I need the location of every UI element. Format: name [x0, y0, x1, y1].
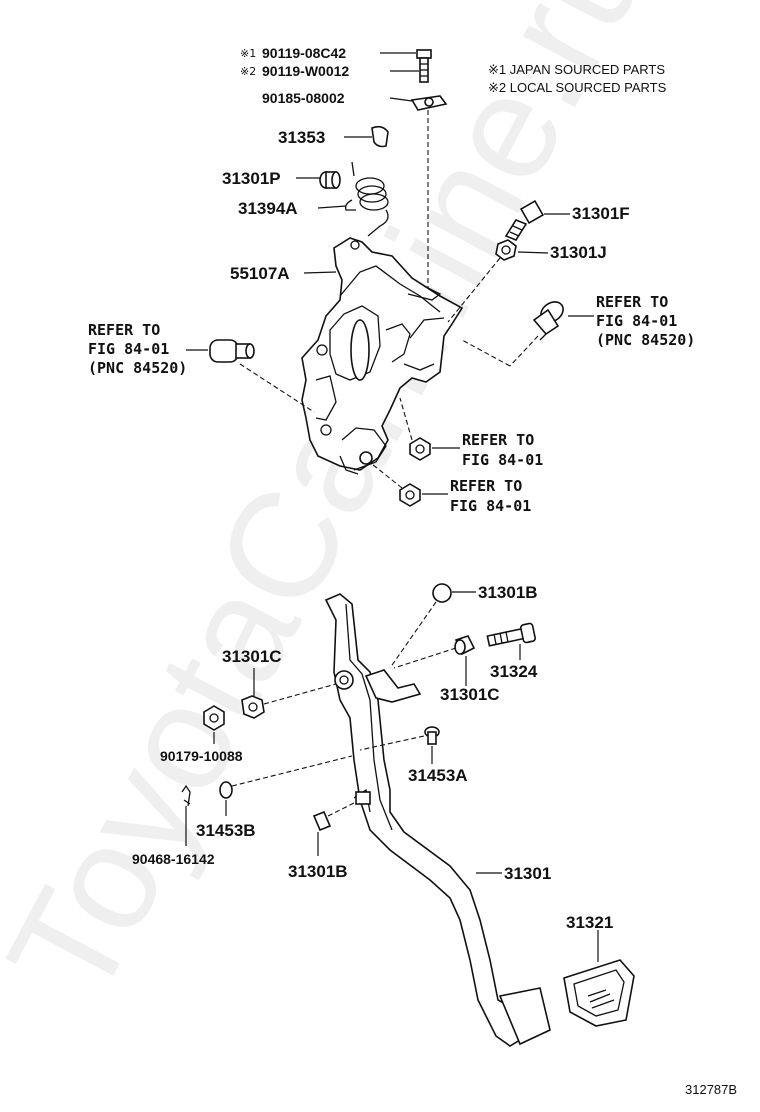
- part-label-90468-16142[interactable]: 90468-16142: [132, 851, 215, 867]
- mark-2-label: ※2: [240, 65, 256, 78]
- part-label-31394a[interactable]: 31394A: [238, 199, 298, 218]
- cushion-31301b-top-drawing: [432, 583, 452, 603]
- refer-nut1-line2[interactable]: FIG 84-01: [462, 451, 543, 469]
- clip-31353-drawing: [371, 125, 389, 148]
- stop-light-switch-right-drawing: [532, 301, 564, 341]
- part-label-31301c-right[interactable]: 31301C: [440, 685, 500, 704]
- refer-nut2-line2[interactable]: FIG 84-01: [450, 497, 531, 515]
- nut-31301j-drawing: [495, 239, 517, 261]
- part-label-31301b-bottom[interactable]: 31301B: [288, 862, 348, 881]
- refer-left-line3[interactable]: (PNC 84520): [88, 359, 187, 377]
- refer-nut1-line1[interactable]: REFER TO: [462, 431, 534, 449]
- refer-left-line2[interactable]: FIG 84-01: [88, 340, 169, 358]
- nut-refer-1-drawing: [409, 437, 431, 461]
- part-label-55107a[interactable]: 55107A: [230, 264, 290, 283]
- refer-left-line1[interactable]: REFER TO: [88, 321, 160, 339]
- mark-1-label: ※1: [240, 47, 256, 60]
- part-label-31321[interactable]: 31321: [566, 913, 613, 932]
- part-label-31301[interactable]: 31301: [504, 864, 551, 883]
- collar-31453b-drawing: [219, 781, 233, 799]
- part-label-31301b-top[interactable]: 31301B: [478, 583, 538, 602]
- pedal-arm-31301-drawing: [324, 593, 551, 1047]
- refer-right-line1[interactable]: REFER TO: [596, 293, 668, 311]
- bolt-90119-drawing: [416, 49, 432, 83]
- nut-90179-drawing: [203, 705, 225, 731]
- figure-code: 312787B: [685, 1082, 737, 1097]
- pedal-pad-31321-drawing: [563, 959, 635, 1027]
- part-label-90119-w0012[interactable]: 90119-W0012: [262, 63, 349, 79]
- cushion-31301b-bottom-drawing: [312, 810, 332, 832]
- bushing-31301c-right-drawing: [454, 635, 476, 656]
- bushing-31301p-drawing: [319, 171, 341, 189]
- part-label-31301p[interactable]: 31301P: [222, 169, 281, 188]
- bushing-31301c-left-drawing: [241, 695, 265, 719]
- bolt-31301f-drawing: [504, 199, 545, 241]
- stop-light-switch-left-drawing: [209, 339, 255, 363]
- clip-nut-90185-drawing: [410, 95, 448, 111]
- note-local-sourced: ※2 LOCAL SOURCED PARTS: [488, 80, 667, 95]
- pin-31453a-drawing: [424, 726, 440, 745]
- part-label-31301f[interactable]: 31301F: [572, 204, 630, 223]
- refer-nut2-line1[interactable]: REFER TO: [450, 477, 522, 495]
- bracket-55107a-drawing: [301, 237, 464, 475]
- spring-31394a-drawing: [344, 161, 389, 237]
- refer-right-line2[interactable]: FIG 84-01: [596, 312, 677, 330]
- part-label-31301c-left[interactable]: 31301C: [222, 647, 282, 666]
- bolt-31324-drawing: [486, 622, 536, 647]
- note-japan-sourced: ※1 JAPAN SOURCED PARTS: [488, 62, 665, 77]
- part-label-31301j[interactable]: 31301J: [550, 243, 607, 262]
- part-label-90179-10088[interactable]: 90179-10088: [160, 748, 243, 764]
- part-label-90185-08002[interactable]: 90185-08002: [262, 90, 345, 106]
- part-label-31353[interactable]: 31353: [278, 128, 325, 147]
- refer-right-line3[interactable]: (PNC 84520): [596, 331, 695, 349]
- part-label-90119-08c42[interactable]: 90119-08C42: [262, 45, 346, 61]
- clip-90468-drawing: [181, 784, 191, 807]
- part-label-31453a[interactable]: 31453A: [408, 766, 468, 785]
- part-label-31324[interactable]: 31324: [490, 662, 538, 681]
- nut-refer-2-drawing: [399, 483, 421, 507]
- part-label-31453b[interactable]: 31453B: [196, 821, 256, 840]
